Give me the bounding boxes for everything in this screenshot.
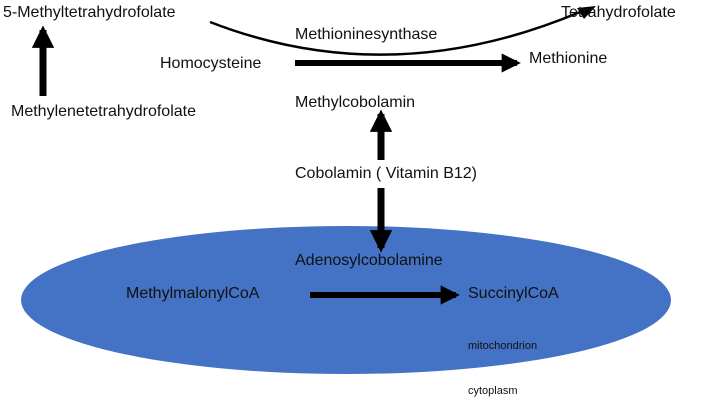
label-mitochondrion: mitochondrion bbox=[468, 340, 538, 352]
label-cytoplasm: cytoplasm bbox=[468, 385, 518, 397]
label-tetrahydrofolate: Tetrahydrofolate bbox=[561, 4, 676, 21]
label-methyltetrahydrofolate: 5-Methyltetrahydrofolate bbox=[3, 4, 176, 21]
mitochondrion-compartment bbox=[21, 226, 671, 374]
label-methylenetetrahydrofolate: Methylenetetrahydrofolate bbox=[11, 103, 196, 120]
arc-methyl-thf-to-thf bbox=[209, 10, 581, 56]
label-methylmalonylcoa: MethylmalonylCoA bbox=[126, 285, 260, 302]
label-homocysteine: Homocysteine bbox=[160, 55, 262, 72]
label-cobolamin: Cobolamin ( Vitamin B12) bbox=[295, 165, 478, 182]
arc-arrowhead bbox=[577, 6, 596, 19]
label-succinylcoa: SuccinylCoA bbox=[468, 285, 559, 302]
label-adenosylcobolamine: Adenosylcobolamine bbox=[295, 252, 443, 269]
label-methioninesynthase: Methioninesynthase bbox=[295, 26, 438, 43]
label-methionine: Methionine bbox=[529, 50, 608, 67]
label-methylcobolamin: Methylcobolamin bbox=[295, 94, 416, 111]
